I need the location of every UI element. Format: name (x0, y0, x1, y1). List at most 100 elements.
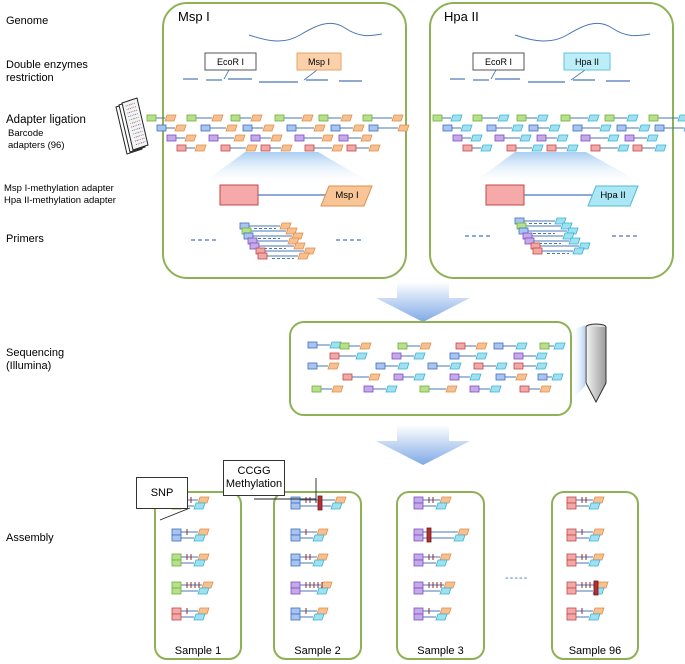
barcode-tag (566, 587, 577, 595)
barcode-tag (528, 124, 539, 132)
methylation-adapter-tag (352, 124, 365, 132)
methylation-adapter-tag (677, 114, 685, 122)
sample-label-2: Sample 2 (294, 645, 341, 657)
barcode-tag (413, 613, 424, 621)
ecori-label-msp: EcoR I (216, 57, 244, 67)
methylation-adapter-tag (588, 534, 601, 542)
plate-well (137, 116, 139, 118)
methylation-adapter-tag (327, 362, 340, 370)
methylation-adapter-tag (489, 385, 502, 393)
plate-well (134, 117, 136, 119)
methylation-callout: CCGG Methylation (223, 460, 285, 496)
barcode-plate-icon (115, 97, 149, 155)
barcode-tag (413, 528, 424, 536)
plate-well (138, 127, 140, 129)
plate-well (128, 104, 130, 106)
barcode-tag (413, 534, 424, 542)
barcode-tag (493, 342, 504, 350)
methylation-adapter-tag (201, 581, 214, 589)
barcode-tag (506, 144, 517, 152)
methylation-adapter-tag (194, 144, 207, 152)
methylation-adapter-tag (297, 252, 310, 260)
methylation-adapter-tag (480, 144, 493, 152)
methylation-adapter-tag (592, 553, 605, 561)
methylation-adapter-tag (233, 134, 246, 142)
barcode-tag (339, 342, 350, 350)
plate-well (138, 139, 140, 141)
methylation-adapter-tag (397, 362, 410, 370)
methylation-adapter-tag (469, 373, 482, 381)
barcode-tag (513, 362, 524, 370)
barcode-tag (329, 352, 340, 360)
plate-well (128, 115, 130, 118)
barcode-tag (171, 613, 182, 621)
label-sequencing: Sequencing (Illumina) (6, 347, 65, 372)
methylation-adapter-tag (515, 342, 528, 350)
plate-well (137, 128, 139, 130)
plate-well (129, 119, 131, 121)
plate-well (141, 142, 143, 144)
enzyme-box-connectors (223, 69, 586, 81)
methylation-adapter-tag (197, 587, 210, 595)
plate-well (135, 128, 137, 130)
barcode-tag (452, 134, 463, 142)
methylation-adapter-tag (588, 559, 601, 567)
methylation-adapter-tag (197, 528, 210, 536)
methylation-adapter-tag (515, 373, 528, 381)
methylation-adapter-tag (638, 124, 651, 132)
barcode-tag (294, 134, 305, 142)
methylation-adapter-tag (321, 134, 334, 142)
methylation-adapter-tag (316, 553, 329, 561)
hpa-panel-title: Hpa II (444, 9, 479, 24)
methylation-adapter-tag (355, 352, 368, 360)
methylation-adapter-tag (419, 342, 432, 350)
plate-well (140, 127, 142, 129)
methylation-adapter-tag (435, 502, 448, 510)
plate-well (135, 109, 137, 111)
methylation-adapter-tag (568, 237, 581, 245)
barcode-tag (566, 559, 577, 567)
plate-well (130, 103, 132, 105)
barcode-tag (290, 613, 301, 621)
plate-well (136, 113, 138, 115)
methylation-adapter-tag (535, 362, 548, 370)
methylation-adapter-tag (303, 247, 316, 255)
methylation-adapter-tag (592, 607, 605, 615)
barcode-tag (200, 124, 211, 132)
big-adapter-msp (219, 184, 373, 207)
barcode-tag (290, 496, 301, 504)
sequencer-beam (571, 325, 585, 401)
barcode-tag (442, 124, 453, 132)
barcode-tag (536, 134, 547, 142)
barcode-tag (419, 385, 430, 393)
barcode-tag (290, 587, 301, 595)
barcode-tag (311, 385, 322, 393)
plate-well (142, 141, 144, 143)
barcode-tag (290, 502, 301, 510)
methylation-adapter-tag (531, 144, 544, 152)
plate-well (139, 131, 141, 133)
methylation-adapter-tag (316, 587, 329, 595)
plate-well (137, 124, 140, 126)
sequencing-fragments (307, 341, 566, 393)
barcode-tag (572, 124, 583, 132)
barcode-tag (432, 114, 443, 122)
methylation-adapter-tag (435, 613, 448, 621)
barcode-tag (290, 553, 301, 561)
sample-panel-1 (154, 491, 242, 660)
barcode-tag (566, 534, 577, 542)
plate-well (138, 131, 140, 133)
barcode-tag (393, 373, 404, 381)
barcode-tag (176, 144, 187, 152)
plate-well (129, 111, 131, 113)
methylation-adapter-tag (334, 496, 347, 504)
barcode-tag (186, 114, 197, 122)
barcode-tag (413, 502, 424, 510)
sample-panel-3 (396, 491, 485, 660)
barcode-tag (171, 559, 182, 567)
methylation-adapter-tag (331, 385, 344, 393)
hpaii-label: Hpa II (574, 57, 599, 67)
barcode-tag (375, 362, 386, 370)
plate-well (130, 111, 132, 113)
plate-well (135, 113, 137, 115)
